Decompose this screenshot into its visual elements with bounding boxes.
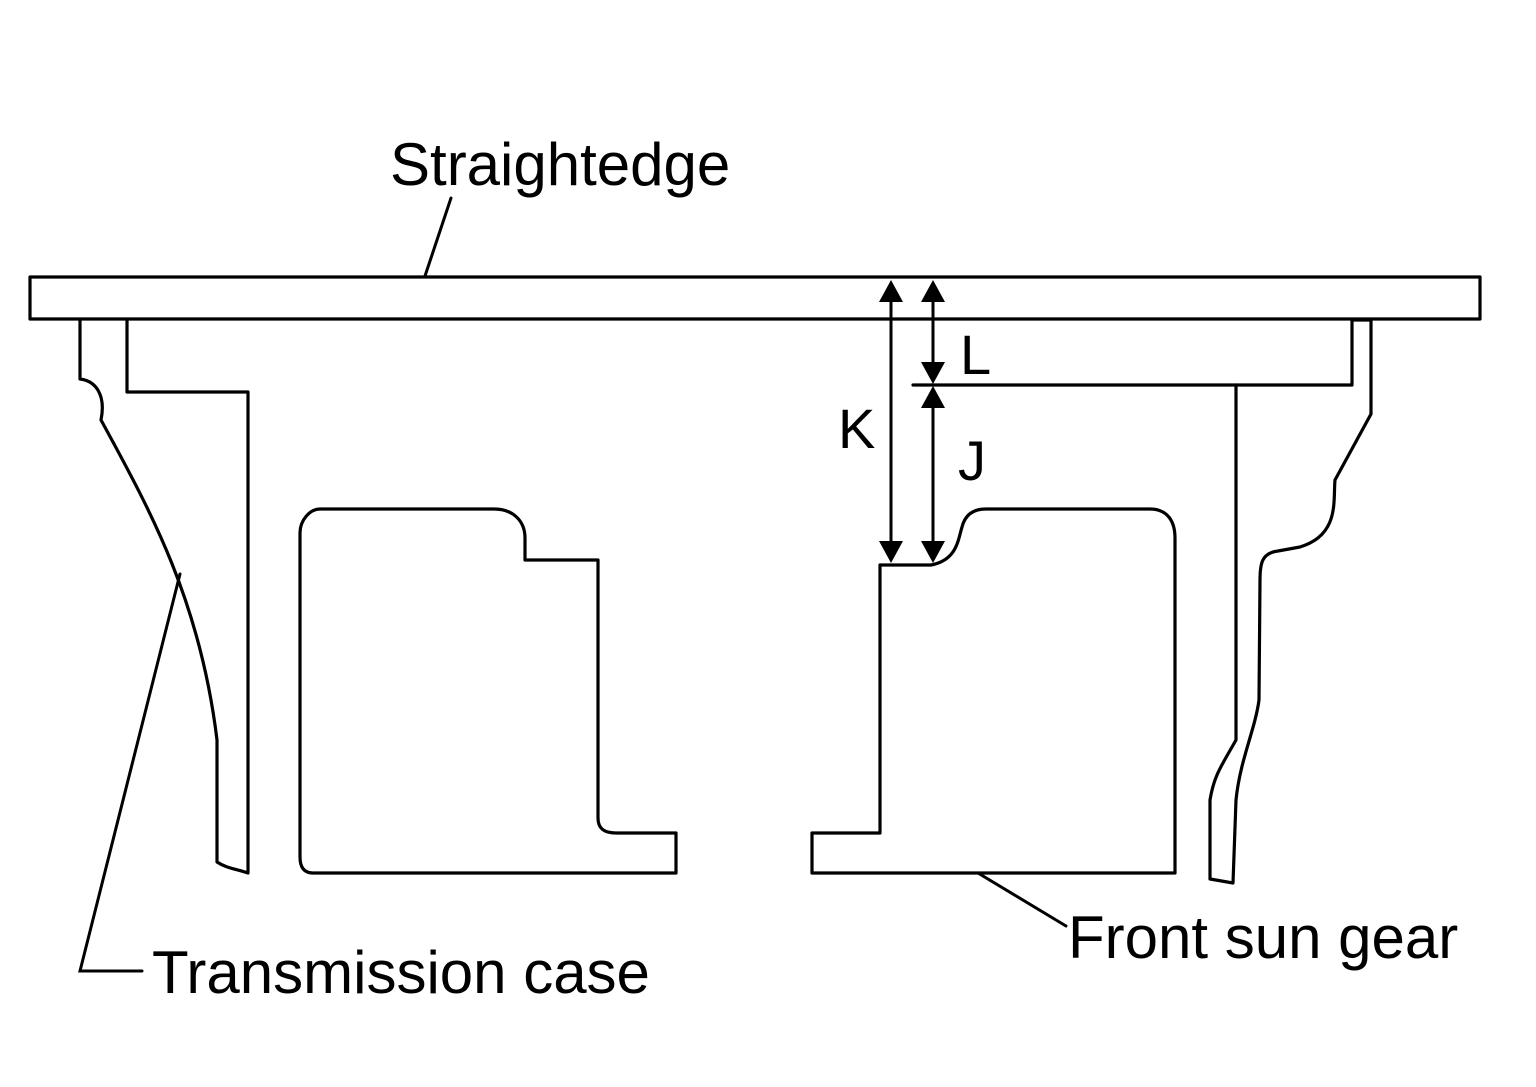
straightedge-bar [28,275,1482,321]
dimension-l-arrow-top [921,280,945,302]
front-sun-gear-body [810,507,1177,875]
planetary-block [298,507,678,875]
transmission-case-leader [78,572,182,973]
dimension-j-arrow-top [921,386,945,408]
dimension-k-arrow-top [879,280,903,302]
front-sun-gear-leader [976,871,1068,928]
dimension-l-label: L [960,323,991,386]
front-sun-gear-label: Front sun gear [1068,904,1458,971]
dimension-j-label: J [958,429,986,492]
straightedge-label: Straightedge [390,131,730,198]
straightedge-leader [423,196,453,278]
case-step-line [911,318,1354,387]
case-right-wall [1208,318,1373,885]
dimension-j-arrow-bottom [921,541,945,563]
dimension-l-arrow-bottom [921,362,945,384]
case-left-outer-wall [78,318,250,875]
dimension-k-label: K [838,397,875,460]
transmission-case-label: Transmission case [152,939,650,1006]
dimension-k-arrow-bottom [879,541,903,563]
